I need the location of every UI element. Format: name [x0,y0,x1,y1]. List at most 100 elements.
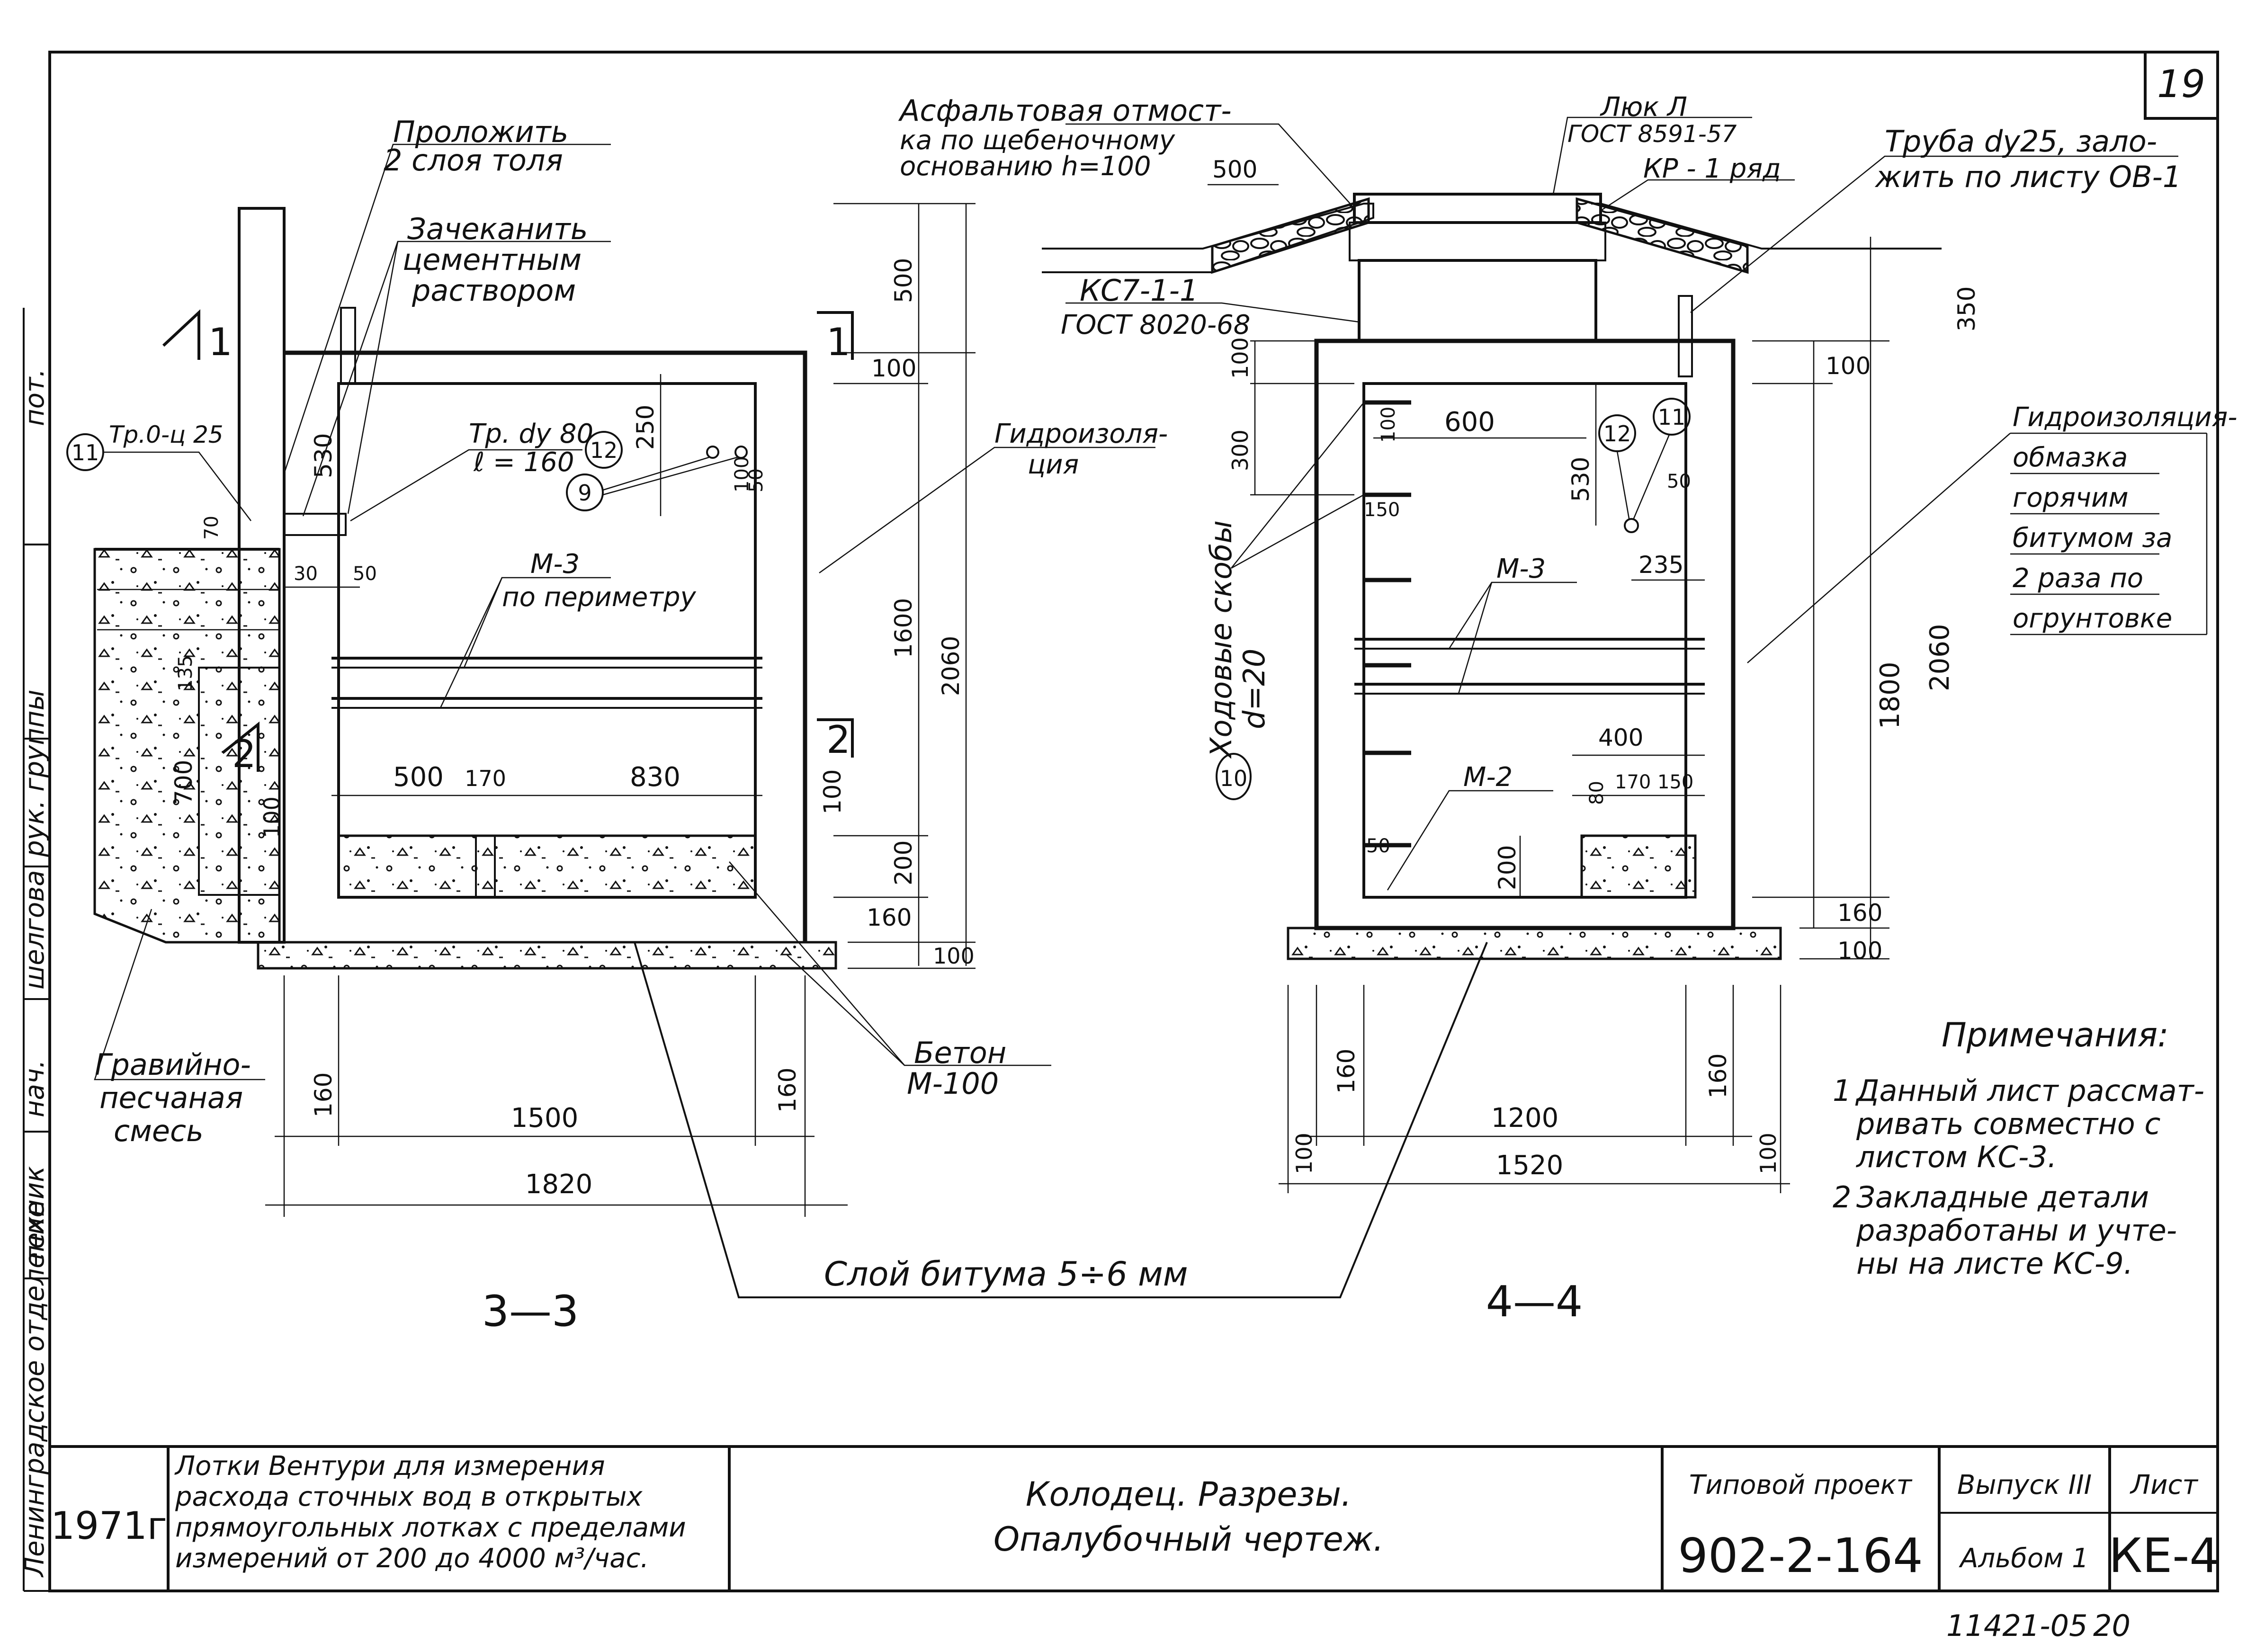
callout-12: 12 [590,438,618,463]
concrete-grade: М-100 [907,1066,999,1101]
tb-issue: Выпуск III [1957,1470,2092,1500]
dim-3-2060: 2060 [937,636,965,696]
pipe-tag-label: Тр.0-ц 25 [109,421,224,448]
callout-10: 10 [1220,766,1248,791]
tb-sheet-code: КЕ-4 [2109,1528,2220,1583]
dim-3-530: 530 [310,433,337,478]
asphalt-line3: основанию h=100 [900,151,1151,182]
dim-3-100b: 100 [933,943,975,969]
tb-project-number: 902-2-164 [1678,1528,1923,1583]
bottom-page: 20 [2093,1608,2131,1643]
wp4-line4: битумом за [2013,523,2172,554]
ks-label: КС7-1-1 [1080,273,1198,308]
dim-4-530: 530 [1567,457,1594,502]
dim-4-400: 400 [1598,724,1643,751]
tb-desc-2: расхода сточных вод в открытых [175,1482,643,1512]
sheet-number: 19 [2157,62,2205,106]
bottom-code: 11421-05 [1946,1608,2088,1643]
note-2-line3: ны на листе КС-9. [1856,1246,2133,1281]
tb-desc-3: прямоугольных лотках с пределами [175,1512,686,1543]
callout-11: 11 [72,440,99,465]
dim-4-1200: 1200 [1491,1103,1559,1134]
dim-4-150a: 150 [1364,499,1400,521]
caulk-line3: раствором [412,273,576,308]
hatch-gost: ГОСТ 8591-57 [1567,120,1737,148]
section-4-4: Асфальтовая отмост- ка по щебеночному ос… [898,92,2237,1327]
dim-3-100e: 100 [259,796,285,838]
cut-2-left: 2 [232,732,256,776]
dim-4-1520: 1520 [1496,1150,1564,1181]
tb-sheet-label: Лист [2130,1470,2198,1500]
paving-right [1576,197,1749,274]
margin-org: Ленинградское отделение [19,1201,50,1578]
waterproof-label: Гидроизоля- [994,419,1168,449]
dim-3-50a: 50 [745,468,767,492]
dim-3-160b: 160 [774,1068,801,1113]
cut-2-right: 2 [826,718,850,762]
tb-desc-1: Лотки Вентури для измерения [174,1451,605,1482]
callout-9: 9 [578,480,591,506]
tb-title-1: Колодец. Разрезы. [1026,1475,1352,1514]
base-slab [257,941,837,970]
wp4-line5: 2 раза по [2013,563,2143,594]
left-margin-stamp: Ленинградское отделение техник нач. шелг… [19,369,50,1578]
dim-4-200: 200 [1494,845,1521,890]
dim-4-100f: 100 [1755,1133,1781,1174]
lay-tar-line1: Проложить [393,115,568,149]
note-2-line2: разработаны и учте- [1856,1213,2177,1248]
tray-block [1580,834,1697,899]
cut-1-right: 1 [826,320,850,364]
steps-diam: d=20 [1237,649,1271,729]
concrete-label: Бетон [914,1036,1006,1070]
dim-3-135: 135 [175,655,197,691]
dim-3-1600: 1600 [890,598,917,658]
sheet-frame [23,51,2219,1592]
dim-4-100a: 100 [1826,352,1871,380]
dim-4-160a: 160 [1837,899,1882,927]
note-2-num: 2 [1833,1180,1851,1214]
note-1-num: 1 [1833,1073,1851,1108]
bitumen-note: Слой битума 5÷6 мм [824,1255,1188,1294]
paving-left [1211,197,1370,274]
dim-4-100b: 100 [1227,337,1253,379]
pipe25-line1: Труба dу25, зало- [1885,124,2157,159]
callout-11-4: 11 [1658,404,1686,430]
wp4-line6: огрунтовке [2013,603,2172,634]
dim-3-100d: 100 [731,456,753,492]
tb-album: Альбом 1 [1959,1543,2089,1574]
dim-3-830: 830 [630,762,680,793]
tray-concrete [337,834,757,899]
gravel-line2: песчаная [99,1080,243,1115]
dim-3-170: 170 [465,766,506,791]
tb-typical-label: Типовой проект [1689,1470,1913,1500]
steps-label: Ходовые скобы [1204,520,1238,759]
dim-3-250: 250 [632,405,659,450]
note-1-line1: Данный лист рассмат- [1855,1073,2204,1108]
dim-4-300: 300 [1227,429,1253,471]
waterproof-label2: ция [1028,449,1079,480]
dim-3-50b: 50 [353,563,377,585]
wp4-line2: обмазка [2013,442,2128,473]
wp4-line3: горячим [2013,482,2129,513]
pipe80-length: ℓ = 160 [473,447,574,478]
dim-3-700: 700 [170,760,197,805]
m3-label: М-3 [530,549,580,580]
section-3-3: 1 1 2 2 Проложить 2 слоя толя Зачеканить… [66,115,1168,1336]
dim-3-160: 160 [867,904,912,931]
dim-4-170: 170 [1615,771,1651,793]
asphalt-line2: ка по щебеночному [900,125,1175,156]
dim-3-160a: 160 [310,1072,337,1117]
dim-4-100e: 100 [1291,1133,1317,1174]
note-1-line3: листом КС-3. [1856,1140,2057,1174]
dim-4-350: 350 [1953,286,1980,331]
caulk-line2: цементным [403,242,582,277]
m3-4-label: М-3 [1496,554,1546,584]
dim-3-500b: 500 [393,762,444,793]
m3-perimeter: по периметру [502,582,697,613]
pipe25-line2: жить по листу ОВ-1 [1874,160,2181,194]
dim-3-1500: 1500 [511,1103,579,1134]
dim-4-50a: 50 [1667,471,1691,492]
tb-desc-4: измерений от 200 до 4000 м³/час. [175,1543,649,1574]
lay-tar-line2: 2 слоя толя [384,143,563,178]
